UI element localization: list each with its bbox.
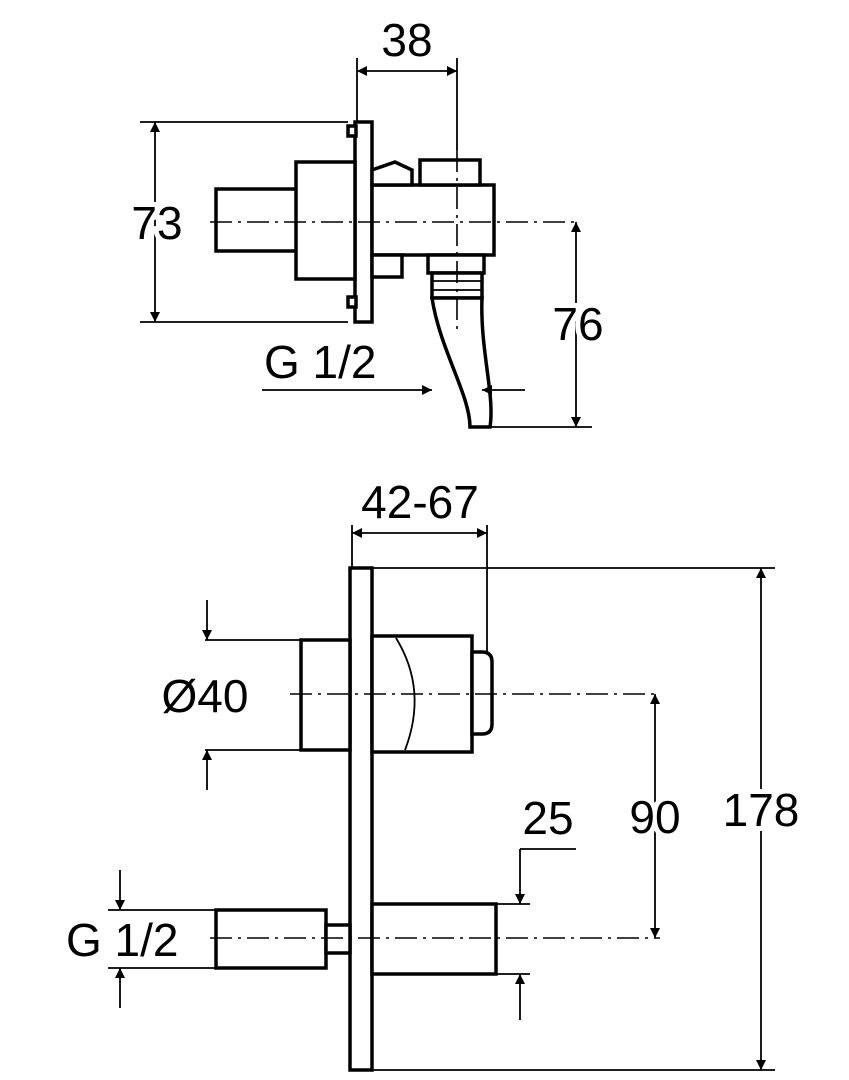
front-178-label: 178 — [723, 784, 800, 836]
front-view: 42-67 Ø40 90 178 25 G 1/2 — [66, 476, 804, 1072]
side-plate-stud-top — [346, 124, 358, 138]
front-handle-curve — [395, 637, 416, 751]
side-thread-label: G 1/2 — [264, 336, 377, 388]
side-outlet-pipe — [429, 296, 493, 429]
front-90-label: 90 — [629, 791, 680, 843]
side-body-top-lug — [370, 160, 414, 187]
front-lower-stem — [324, 923, 352, 955]
side-outlet-nut — [426, 253, 486, 275]
front-dia-label: Ø40 — [162, 670, 249, 722]
front-handle-cap — [470, 650, 494, 736]
side-body — [370, 183, 496, 257]
front-handle-base — [299, 638, 352, 752]
front-wall-plate — [348, 566, 374, 1072]
front-lower-handle — [214, 908, 328, 970]
front-thread-label: G 1/2 — [66, 914, 179, 966]
side-73-label: 73 — [131, 197, 182, 249]
side-body-cap — [418, 158, 482, 187]
side-plate-stud-bottom — [346, 295, 358, 309]
side-view: 38 73 76 G 1/2 — [126, 14, 609, 429]
front-25-label: 25 — [522, 792, 573, 844]
side-76-label: 76 — [552, 298, 603, 350]
side-38-label: 38 — [381, 14, 432, 66]
front-lower-body — [370, 902, 498, 976]
front-4267-label: 42-67 — [361, 476, 479, 528]
side-handle-collar — [294, 160, 357, 281]
side-body-bottom-lug — [370, 253, 404, 279]
